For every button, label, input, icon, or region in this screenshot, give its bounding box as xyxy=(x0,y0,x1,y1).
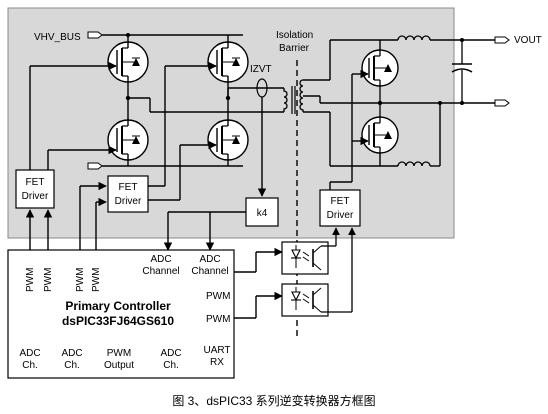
controller-part-number: dsPIC33FJ64GS610 xyxy=(62,314,174,328)
mosfet-sr2 xyxy=(361,103,399,154)
k4-label: k4 xyxy=(257,208,268,219)
output-inductor-bottom xyxy=(397,161,431,167)
svg-text:ADC: ADC xyxy=(19,348,40,359)
fet-driver-2 xyxy=(107,175,149,213)
svg-text:ADC: ADC xyxy=(61,348,82,359)
vout-label: VOUT xyxy=(514,35,542,46)
isolation-barrier-label-1: Isolation xyxy=(276,30,313,41)
pwm-out-2: PWM xyxy=(206,314,230,325)
uart-rx: RX xyxy=(210,357,224,368)
pwm-pin-2: PWM xyxy=(43,268,54,292)
figure-caption: 图 3、dsPIC33 系列逆变转换器方框图 xyxy=(172,393,375,408)
pwm-pin-3: PWM xyxy=(75,268,86,292)
isolation-transformer xyxy=(283,79,304,114)
pwm-pin-4: PWM xyxy=(91,268,102,292)
pwm-out-1: PWM xyxy=(206,291,230,302)
return-terminal xyxy=(87,162,103,170)
primary-controller xyxy=(7,249,235,379)
svg-text:Driver: Driver xyxy=(327,210,354,221)
pwm-pin-1: PWM xyxy=(25,268,36,292)
bottom-adc-ch-3: Ch. xyxy=(163,360,179,371)
svg-text:FET: FET xyxy=(119,182,138,193)
vout-terminal-negative xyxy=(494,99,510,107)
bottom-adc-ch-2: Ch. xyxy=(64,360,80,371)
mosfet-sr1 xyxy=(361,49,399,103)
vhv-bus-label: VHV_BUS xyxy=(34,32,81,43)
svg-text:FET: FET xyxy=(331,196,350,207)
output-inductor-top xyxy=(397,35,431,41)
vout-terminal-positive xyxy=(494,36,510,44)
izvt-label: IZVT xyxy=(250,64,272,75)
k4-gain-block xyxy=(245,197,279,227)
svg-text:ADC: ADC xyxy=(199,254,220,265)
svg-text:Driver: Driver xyxy=(22,191,49,202)
svg-text:Driver: Driver xyxy=(115,196,142,207)
svg-text:FET: FET xyxy=(26,177,45,188)
adc-channel-2: Channel xyxy=(191,266,228,277)
svg-text:PWM: PWM xyxy=(107,348,131,359)
svg-text:UART: UART xyxy=(203,345,230,356)
svg-text:ADC: ADC xyxy=(160,348,181,359)
mosfet-q4 xyxy=(207,98,249,166)
adc-channel-1: Channel xyxy=(142,266,179,277)
controller-title: Primary Controller xyxy=(65,299,171,313)
mosfet-q3 xyxy=(107,98,149,166)
isolation-barrier-label-2: Barrier xyxy=(279,43,310,54)
vhv-bus-terminal xyxy=(87,31,103,39)
optocoupler-2 xyxy=(281,283,329,317)
svg-text:ADC: ADC xyxy=(150,254,171,265)
fet-driver-3 xyxy=(319,189,361,227)
bottom-adc-ch-1: Ch. xyxy=(22,360,38,371)
optocoupler-1 xyxy=(281,241,329,275)
bottom-pwm-output: Output xyxy=(104,360,134,371)
mosfet-q2 xyxy=(207,35,249,98)
mosfet-q1 xyxy=(107,35,149,98)
fet-driver-1 xyxy=(15,169,55,209)
